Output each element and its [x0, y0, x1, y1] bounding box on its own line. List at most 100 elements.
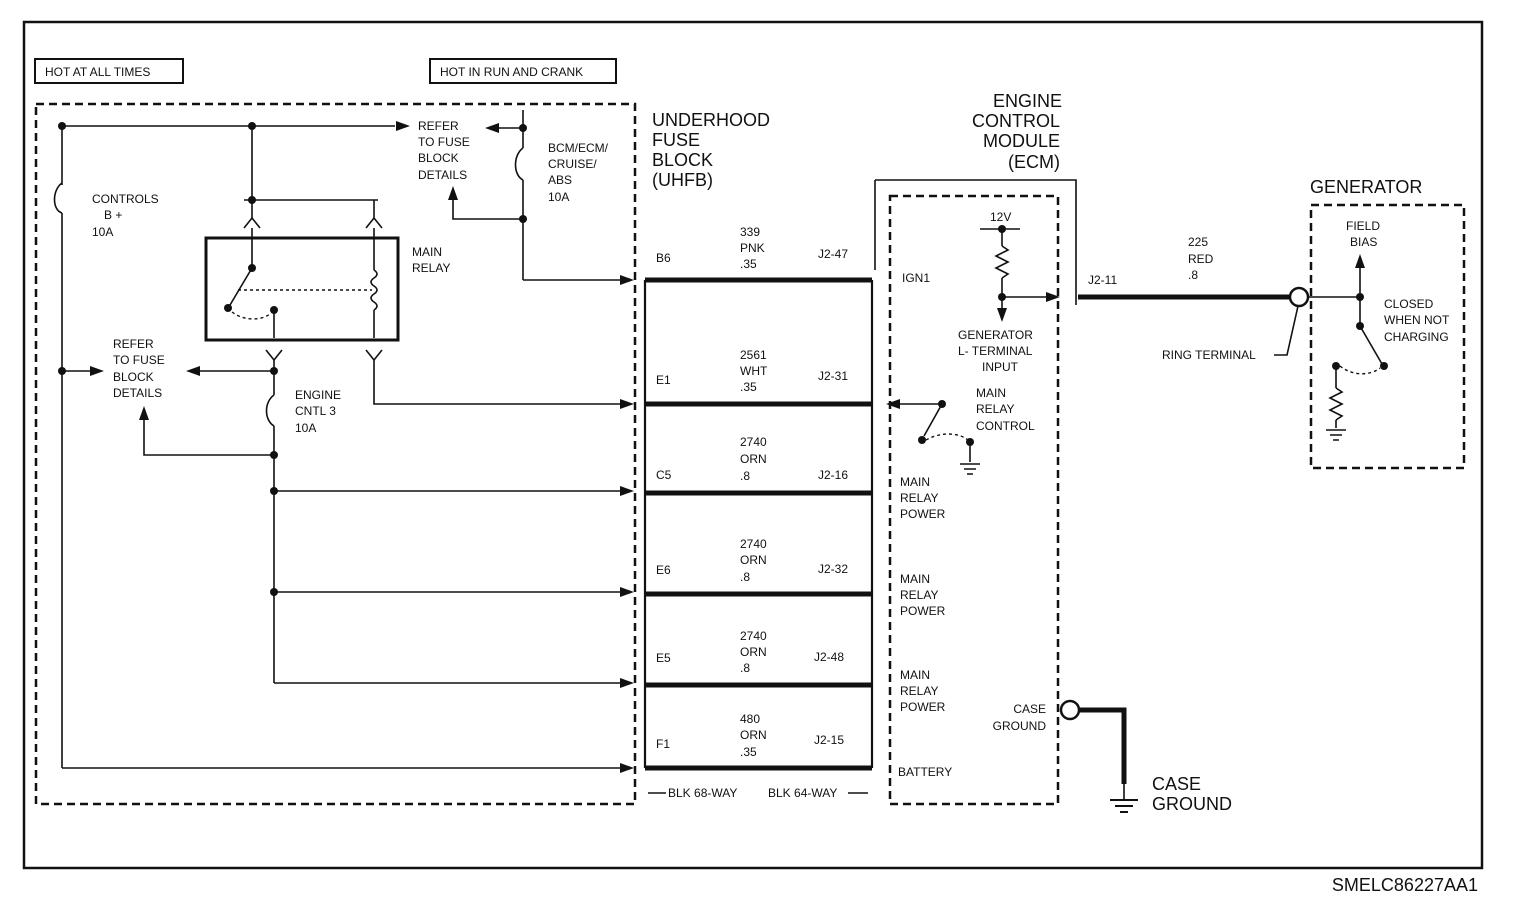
ecm-12v-label: 12V: [990, 210, 1011, 224]
wire-number: 2740: [740, 629, 767, 643]
circuit-row-b6: B6 339 PNK .35 J2-47: [656, 225, 848, 271]
ecm-case-ground: CASE GROUND: [993, 699, 1138, 813]
svg-text:CASE: CASE: [1013, 702, 1046, 716]
harness-buses: [643, 277, 874, 771]
gen-input-label: GENERATOR L- TERMINAL INPUT: [958, 328, 1033, 374]
ecm-label: RELAY: [900, 684, 938, 698]
closed-when-label: CLOSED WHEN NOT CHARGING: [1384, 297, 1450, 344]
ecm-label: RELAY: [900, 588, 938, 602]
generator-internal-wiring: [1326, 254, 1388, 441]
relay-control-label: MAIN RELAY CONTROL: [976, 386, 1035, 433]
hot-in-run-box: HOT IN RUN AND CRANK: [429, 58, 617, 84]
uhfb-pin: C5: [656, 468, 672, 482]
ecm-pin: J2-47: [818, 247, 848, 261]
svg-text:(ECM): (ECM): [1008, 152, 1060, 172]
svg-text:CONTROLS: CONTROLS: [92, 192, 159, 206]
ecm-label: BATTERY: [898, 765, 952, 779]
svg-text:BLK 68-WAY: BLK 68-WAY: [668, 786, 737, 800]
wire-number: 2561: [740, 348, 767, 362]
ecm-pin: J2-48: [814, 650, 844, 664]
svg-text:FIELD: FIELD: [1346, 219, 1380, 233]
refer-left-label: REFER TO FUSE BLOCK DETAILS: [113, 337, 165, 400]
wire-gauge: .35: [740, 745, 757, 759]
fuse-controls-label: CONTROLS B + 10A: [92, 192, 159, 239]
case-ground-label: CASE GROUND: [1152, 774, 1232, 814]
fuse-engine-label: ENGINE CNTL 3 10A: [295, 388, 341, 435]
svg-text:BLOCK: BLOCK: [418, 151, 459, 165]
svg-text:CLOSED: CLOSED: [1384, 297, 1434, 311]
ecm-label: MAIN: [900, 475, 930, 489]
svg-text:B +: B +: [104, 208, 122, 222]
field-bias-label: FIELD BIAS: [1346, 219, 1380, 249]
svg-text:GROUND: GROUND: [1152, 794, 1232, 814]
svg-text:INPUT: INPUT: [982, 360, 1019, 374]
wire-number: 480: [740, 712, 760, 726]
wire-color: ORN: [740, 452, 767, 466]
hot-in-run-label: HOT IN RUN AND CRANK: [440, 65, 583, 79]
wire-color: ORN: [740, 553, 767, 567]
generator-title: GENERATOR: [1310, 177, 1422, 197]
svg-text:MAIN: MAIN: [976, 386, 1006, 400]
circuit-row-e5: E5 2740 ORN .8 J2-48 MAIN RELAY POWER: [656, 629, 946, 714]
wire-color: WHT: [740, 364, 768, 378]
ecm-label: POWER: [900, 700, 946, 714]
wire-225-label: 225 RED .8: [1188, 235, 1214, 282]
svg-text:CASE: CASE: [1152, 774, 1201, 794]
svg-text:MAIN: MAIN: [412, 245, 442, 259]
svg-text:CRUISE/: CRUISE/: [548, 157, 597, 171]
ign1-label: IGN1: [902, 271, 930, 285]
ecm-pin: J2-32: [818, 562, 848, 576]
uhfb-pin: F1: [656, 737, 670, 751]
diagram-frame: [22, 20, 1484, 870]
ring-terminal-callout: RING TERMINAL: [1162, 305, 1299, 362]
ecm-label: RELAY: [900, 491, 938, 505]
wire-gauge: .8: [740, 570, 750, 584]
uhfb-pin: B6: [656, 251, 671, 265]
svg-text:BCM/ECM/: BCM/ECM/: [548, 141, 609, 155]
uhfb-pin: E5: [656, 651, 671, 665]
svg-text:RELAY: RELAY: [976, 402, 1014, 416]
svg-text:RED: RED: [1188, 252, 1214, 266]
svg-text:CONTROL: CONTROL: [976, 419, 1035, 433]
svg-text:MODULE: MODULE: [983, 131, 1060, 151]
svg-text:10A: 10A: [92, 225, 113, 239]
svg-text:REFER: REFER: [418, 119, 459, 133]
svg-text:GENERATOR: GENERATOR: [958, 328, 1033, 342]
hot-at-all-times-box: HOT AT ALL TIMES: [34, 58, 184, 84]
j2-11-label: J2-11: [1088, 273, 1117, 287]
svg-text:ABS: ABS: [548, 173, 572, 187]
svg-text:WHEN NOT: WHEN NOT: [1384, 313, 1450, 327]
fuse-bcm-label: BCM/ECM/ CRUISE/ ABS 10A: [548, 141, 609, 204]
svg-text:DETAILS: DETAILS: [113, 386, 162, 400]
svg-text:GROUND: GROUND: [993, 719, 1047, 733]
svg-text:ENGINE: ENGINE: [295, 388, 341, 402]
ecm-label: MAIN: [900, 572, 930, 586]
wire-gauge: .35: [740, 380, 757, 394]
circuit-row-e6: E6 2740 ORN .8 J2-32 MAIN RELAY POWER: [656, 537, 946, 618]
svg-text:10A: 10A: [295, 421, 316, 435]
wire-color: PNK: [740, 241, 765, 255]
svg-text:BLOCK: BLOCK: [113, 370, 154, 384]
svg-text:UNDERHOOD: UNDERHOOD: [652, 110, 770, 130]
ecm-box: [888, 194, 1060, 806]
uhfb-pin: E1: [656, 373, 671, 387]
wire-number: 2740: [740, 537, 767, 551]
circuit-row-e1: E1 2561 WHT .35 J2-31: [656, 348, 848, 394]
wire-number: 2740: [740, 435, 767, 449]
svg-text:.8: .8: [1188, 268, 1198, 282]
svg-text:DETAILS: DETAILS: [418, 168, 467, 182]
svg-text:TO FUSE: TO FUSE: [113, 353, 165, 367]
svg-text:FUSE: FUSE: [652, 130, 700, 150]
ecm-outline: [875, 179, 1077, 305]
svg-text:RELAY: RELAY: [412, 261, 450, 275]
svg-text:BLK 64-WAY: BLK 64-WAY: [768, 786, 837, 800]
svg-text:225: 225: [1188, 235, 1208, 249]
refer-top-label: REFER TO FUSE BLOCK DETAILS: [418, 119, 470, 182]
svg-text:(UHFB): (UHFB): [652, 170, 713, 190]
main-relay-label: MAIN RELAY: [412, 245, 450, 275]
ecm-pin: J2-31: [818, 369, 848, 383]
ecm-pin: J2-15: [814, 733, 844, 747]
wire-gauge: .8: [740, 661, 750, 675]
svg-text:REFER: REFER: [113, 337, 154, 351]
ecm-pin: J2-16: [818, 468, 848, 482]
